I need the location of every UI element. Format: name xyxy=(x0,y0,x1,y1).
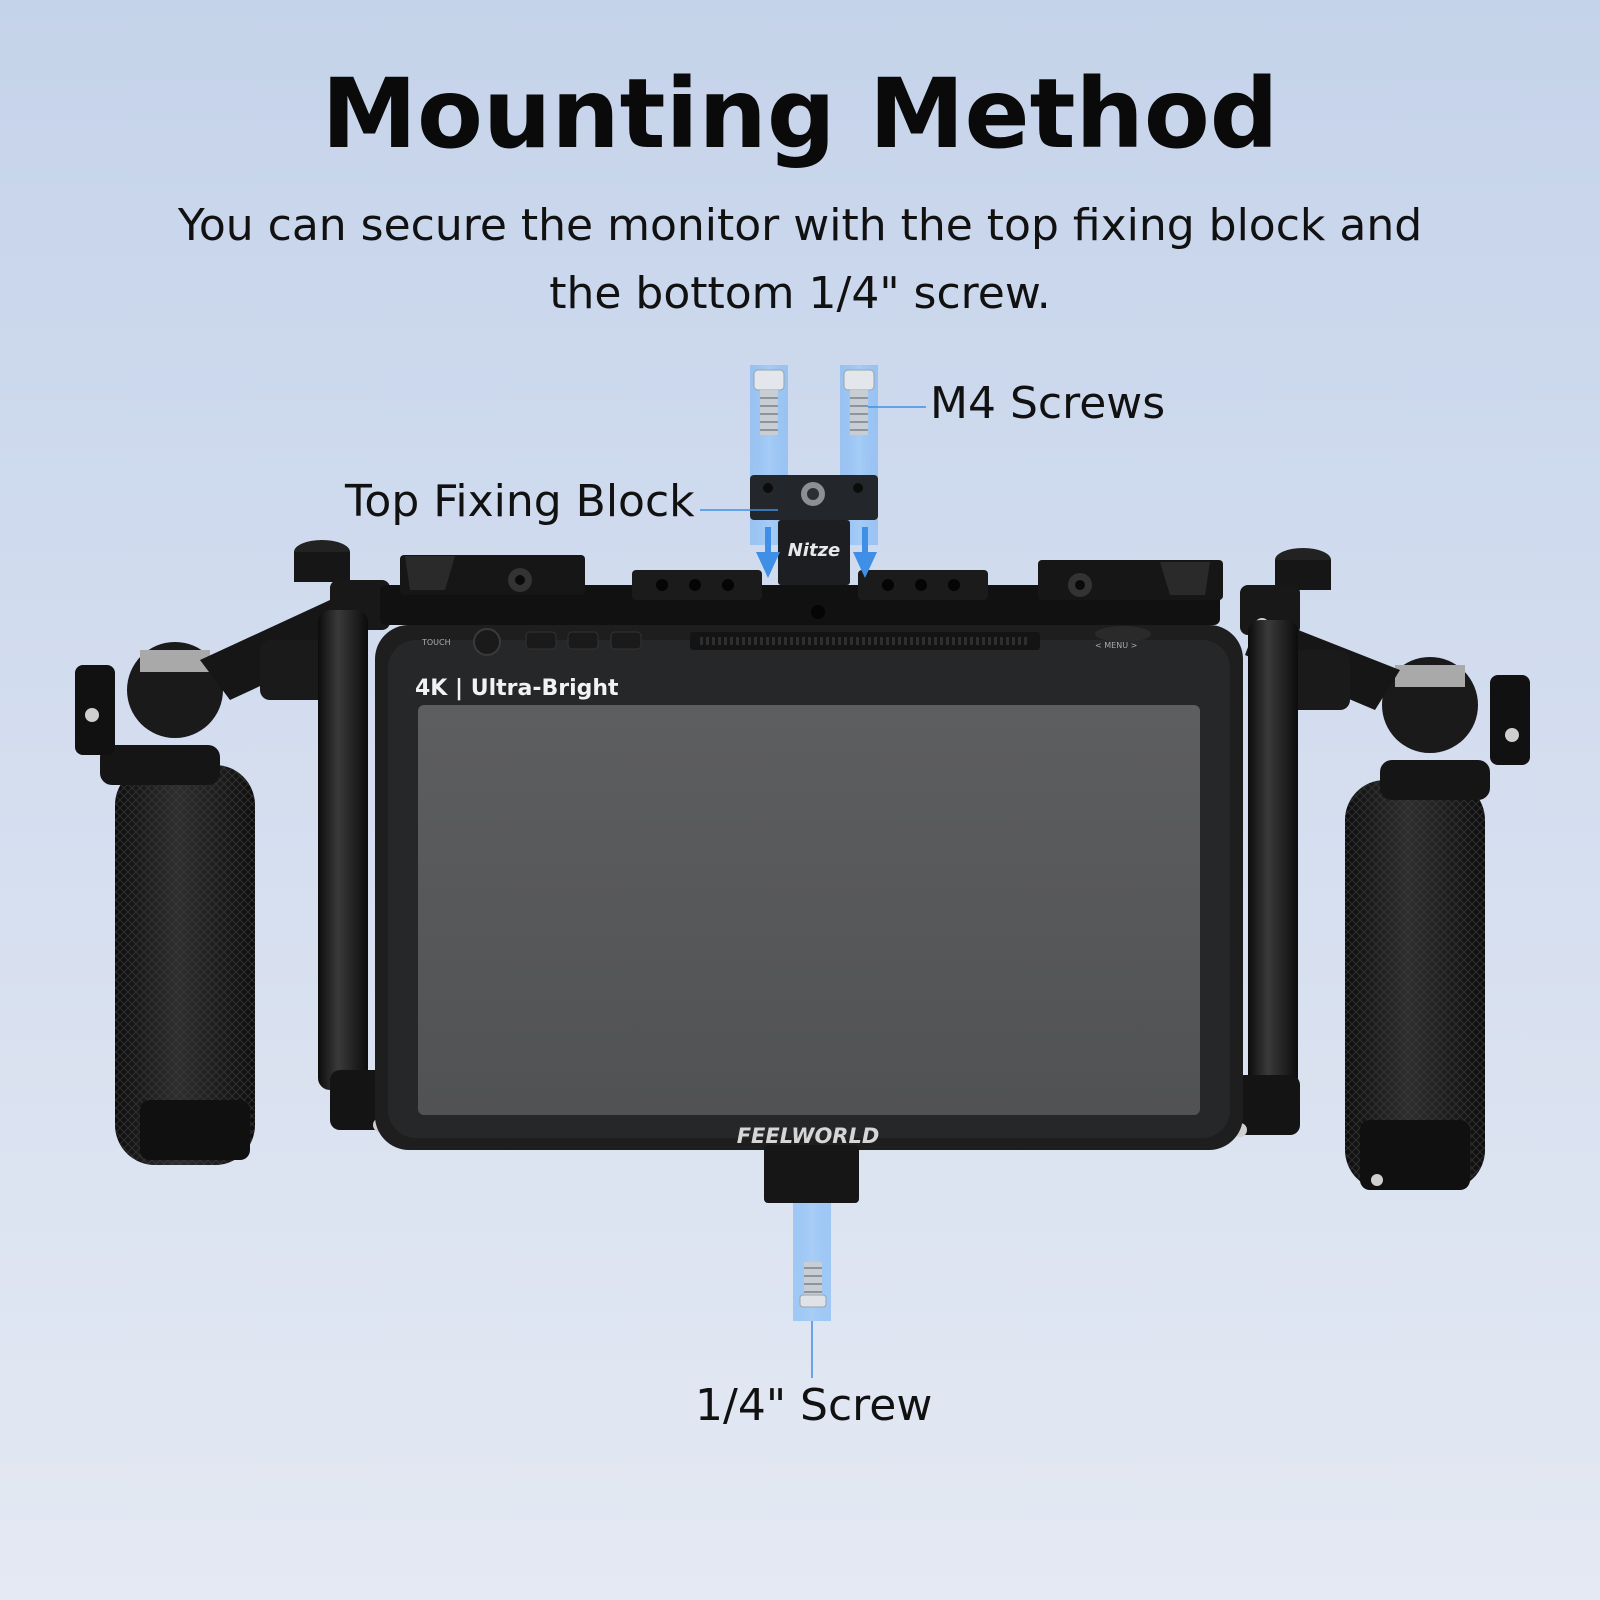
page-title: Mounting Method xyxy=(321,58,1279,170)
touch-label: TOUCH xyxy=(421,638,451,647)
arrow-down-right-icon xyxy=(853,527,877,578)
monitor-badge: 4K | Ultra-Bright xyxy=(415,676,619,701)
quarter-screw-icon xyxy=(799,1262,827,1308)
block-brand: Nitze xyxy=(788,540,841,561)
left-handle xyxy=(75,600,360,1165)
top-fixing-block-label: Top Fixing Block xyxy=(345,476,695,527)
bottom-block xyxy=(764,1145,859,1203)
menu-label: < MENU > xyxy=(1095,641,1137,650)
monitor-brand: FEELWORLD xyxy=(737,1124,880,1148)
monitor-screen xyxy=(418,705,1200,1115)
monitor: TOUCH < MENU > 4K | Ultra-Bright FEELWOR… xyxy=(375,625,1243,1150)
top-cage-bar xyxy=(380,555,1223,625)
right-handle xyxy=(1245,615,1530,1190)
m4-screw-right-icon xyxy=(843,369,875,435)
m4-screws-label: M4 Screws xyxy=(930,378,1166,429)
left-rod xyxy=(318,610,368,1090)
top-fixing-block: Nitze xyxy=(750,475,878,585)
right-rod xyxy=(1248,620,1298,1090)
m4-screw-left-icon xyxy=(753,369,785,435)
arrow-down-left-icon xyxy=(756,527,780,578)
quarter-screw-label: 1/4" Screw xyxy=(695,1380,933,1431)
page-subtitle: You can secure the monitor with the top … xyxy=(177,200,1423,319)
power-icon xyxy=(473,628,501,656)
